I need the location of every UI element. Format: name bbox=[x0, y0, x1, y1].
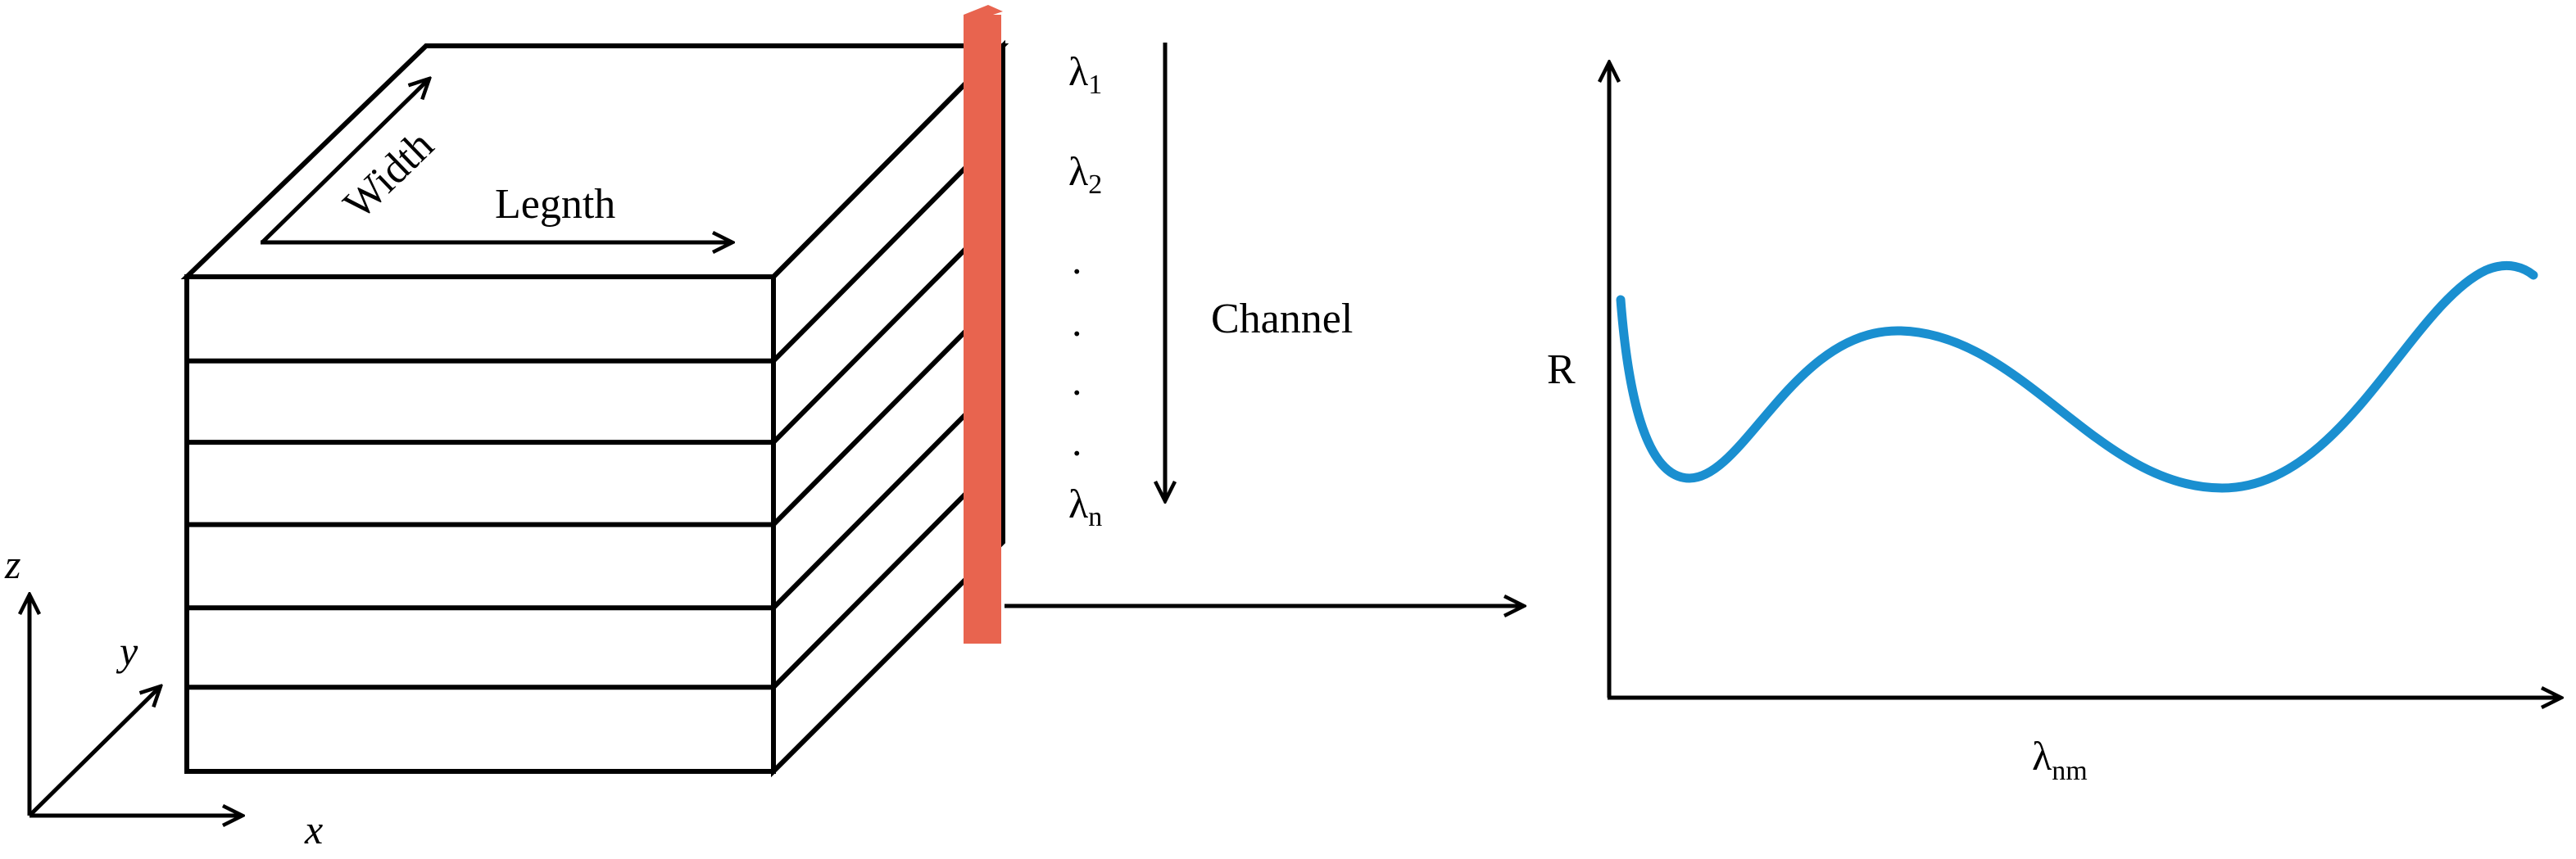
z-axis-label: z bbox=[4, 541, 20, 587]
hypercube: Width Legnth bbox=[180, 39, 1009, 778]
band-slice-bar bbox=[964, 15, 1001, 644]
lambda-n: λn bbox=[1068, 481, 1102, 532]
width-arrow bbox=[261, 79, 429, 244]
spectrum-plot: R λnm bbox=[1547, 62, 2561, 786]
plot-x-label: λnm bbox=[2032, 733, 2088, 786]
channel-labels: λ1 λ2 . . . . λn Channel bbox=[1068, 43, 1353, 532]
y-axis-label: y bbox=[116, 628, 138, 674]
ellipsis-dot: . bbox=[1072, 358, 1082, 404]
reflectance-curve bbox=[1616, 260, 2538, 493]
y-axis-arrow bbox=[28, 686, 161, 817]
lambda-2: λ2 bbox=[1068, 148, 1102, 200]
ellipsis-dot: . bbox=[1072, 418, 1082, 464]
x-axis-label: x bbox=[304, 807, 323, 852]
ellipsis-dot: . bbox=[1072, 237, 1082, 283]
coordinate-axes: z y x bbox=[4, 541, 323, 852]
cube-band-lines-front bbox=[187, 358, 773, 690]
length-label: Legnth bbox=[495, 181, 615, 228]
band-slice bbox=[964, 5, 1003, 644]
ellipsis-dot: . bbox=[1072, 299, 1082, 345]
lambda-1: λ1 bbox=[1068, 48, 1102, 100]
plot-y-label: R bbox=[1547, 346, 1576, 393]
width-label: Width bbox=[335, 122, 443, 228]
channel-label: Channel bbox=[1211, 296, 1353, 342]
